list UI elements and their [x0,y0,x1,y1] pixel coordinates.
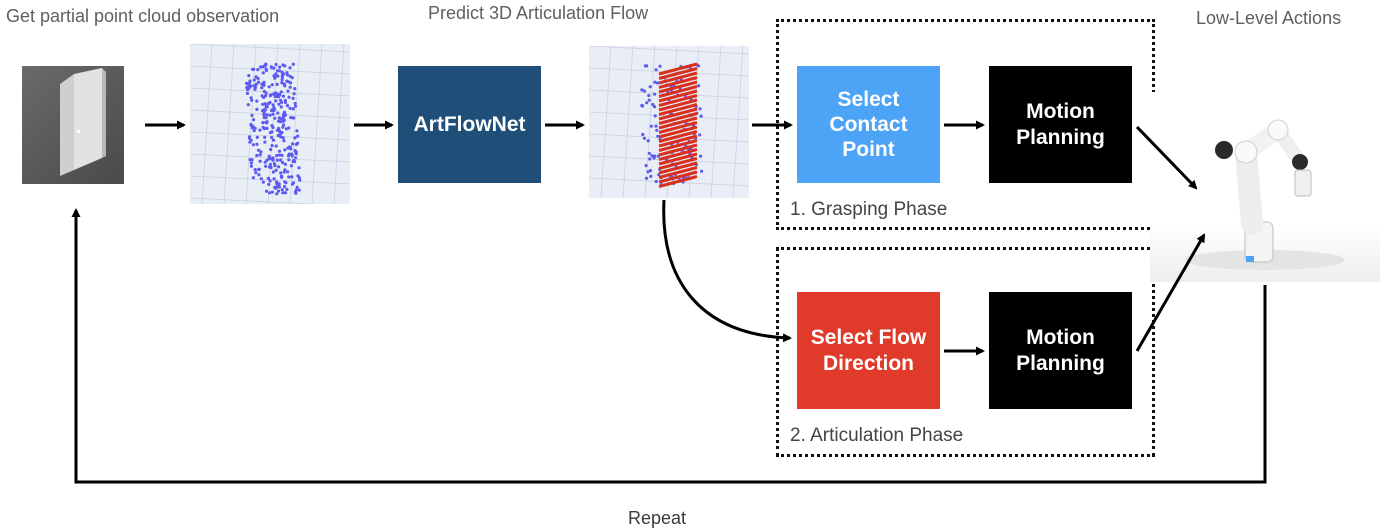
arrow-motion2-to-robot [1135,233,1206,352]
flow-prediction-image [589,46,749,198]
arrow-flow-to-flowdir [662,199,792,343]
artflownet-box: ArtFlowNet [398,66,541,183]
repeat-loop-arrow [71,208,1267,484]
observation-label: Get partial point cloud observation [6,6,280,26]
select-contact-point-box: Select Contact Point [797,66,940,183]
articulation-phase-label: 2. Articulation Phase [790,425,964,446]
grasping-phase-label: 1. Grasping Phase [790,199,948,220]
low-level-actions-label: Low-Level Actions [1196,8,1342,28]
door-image [22,66,124,184]
articulation-phase-panel [776,247,1155,457]
motion-planning-box-2: Motion Planning [989,292,1132,409]
motion-planning-box-1: Motion Planning [989,66,1132,183]
point-cloud-image [190,44,350,204]
repeat-label: Repeat [628,508,687,528]
select-flow-direction-box: Select Flow Direction [797,292,940,409]
arrow-motion1-to-robot [1135,125,1198,190]
predict-flow-label: Predict 3D Articulation Flow [428,3,649,23]
robot-arm-image [1150,92,1380,282]
